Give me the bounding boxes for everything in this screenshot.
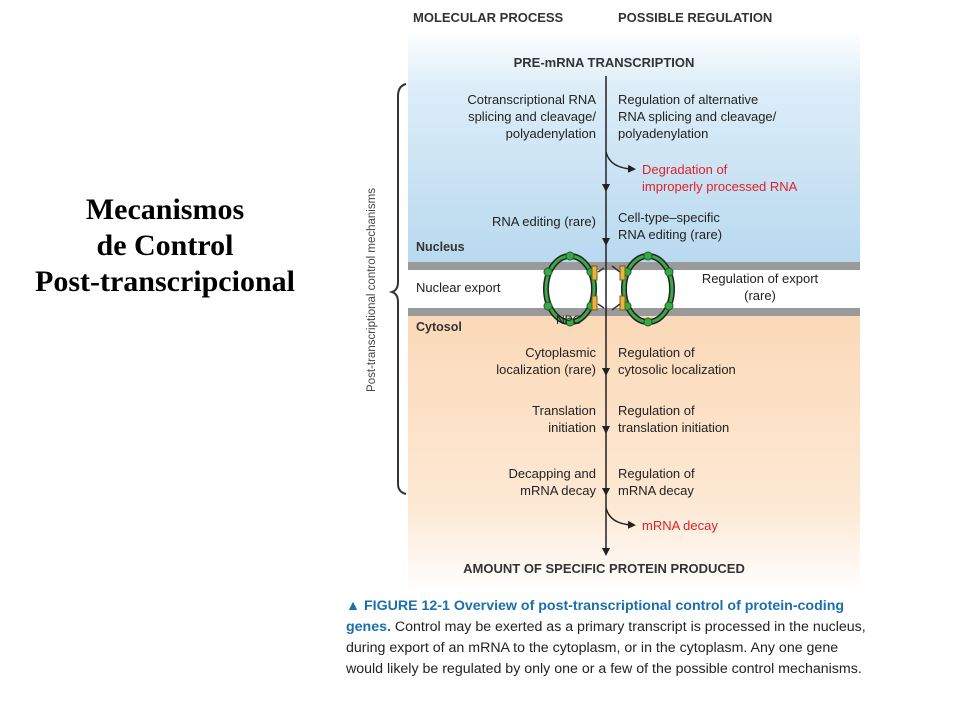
- figure-caption: ▲ FIGURE 12-1 Overview of post-transcrip…: [346, 596, 866, 680]
- process-line: Cytoplasmic: [525, 345, 596, 360]
- flow-arrowhead: [602, 488, 610, 496]
- regulation-line: RNA splicing and cleavage/: [618, 109, 777, 124]
- label-nucleus: Nucleus: [416, 240, 465, 254]
- pore-channel-part: [619, 295, 626, 311]
- process-line: initiation: [548, 420, 596, 435]
- step-cotranscriptional-process: Cotranscriptional RNA splicing and cleav…: [467, 92, 596, 141]
- pore-subunit: [543, 267, 553, 277]
- regulation-line: RNA editing (rare): [618, 227, 722, 242]
- process-line: Cotranscriptional RNA: [467, 92, 596, 107]
- process-line: mRNA decay: [520, 483, 596, 498]
- branch-mrna-decay: mRNA decay: [642, 518, 718, 533]
- bracket-label: Post-transcriptional control mechanisms: [366, 188, 378, 392]
- step-cotranscriptional-regulation: Regulation of alternative RNA splicing a…: [618, 92, 777, 141]
- regulation-line: (rare): [744, 288, 776, 303]
- process-line: Translation: [532, 403, 596, 418]
- slide-title-line-2: de Control: [96, 229, 234, 262]
- step-decay-regulation: Regulation of mRNA decay: [618, 466, 695, 498]
- pore-channel: [591, 265, 626, 311]
- process-line: Decapping and: [509, 466, 596, 481]
- pore-channel-part: [591, 295, 598, 311]
- regulation-line: polyadenylation: [618, 126, 708, 141]
- step-decay-process: Decapping and mRNA decay: [509, 466, 597, 498]
- header-possible-regulation: POSSIBLE REGULATION: [618, 10, 772, 25]
- pore-subunit: [664, 267, 674, 277]
- flow-arrowhead: [602, 368, 610, 376]
- pore-filament: [597, 267, 605, 273]
- slide-title-line-3: Post-transcripcional: [35, 265, 295, 298]
- caption-body: Control may be exerted as a primary tran…: [346, 619, 866, 677]
- pore-filament: [611, 265, 621, 273]
- bottom-label: AMOUNT OF SPECIFIC PROTEIN PRODUCED: [463, 561, 745, 576]
- step-export-regulation: Regulation of export (rare): [702, 271, 819, 303]
- branch-arrow-mrna-decay: [605, 507, 636, 529]
- regulation-line: Cell-type–specific: [618, 210, 720, 225]
- slide-title: Mecanismos de Control Post-transcripcion…: [0, 192, 330, 300]
- process-line: polyadenylation: [506, 126, 596, 141]
- regulation-line: Regulation of: [618, 345, 695, 360]
- step-rna-editing-regulation: Cell-type–specific RNA editing (rare): [618, 210, 722, 242]
- pore-subunit: [643, 251, 653, 261]
- label-npc: NPC: [556, 313, 582, 327]
- regulation-line: Regulation of: [618, 403, 695, 418]
- process-line: localization (rare): [496, 362, 596, 377]
- step-translation-regulation: Regulation of translation initiation: [618, 403, 729, 435]
- step-translation-process: Translation initiation: [532, 403, 596, 435]
- process-nuclear-export: Nuclear export: [416, 280, 501, 295]
- nuclear-pore-complex: [543, 251, 675, 327]
- pore-subunit: [565, 317, 575, 327]
- regulation-line: cytosolic localization: [618, 362, 736, 377]
- pore-subunit: [543, 301, 553, 311]
- process-line: splicing and cleavage/: [468, 109, 596, 124]
- header-molecular-process: MOLECULAR PROCESS: [413, 10, 564, 25]
- branch-arrow-degradation: [605, 151, 636, 173]
- pore-channel-part: [591, 265, 598, 281]
- pore-subunit: [565, 251, 575, 261]
- regulation-line: mRNA decay: [618, 483, 694, 498]
- nucleus-region: [408, 30, 860, 262]
- step-localization-regulation: Regulation of cytosolic localization: [618, 345, 736, 377]
- regulation-diagram: MOLECULAR PROCESS POSSIBLE REGULATION PR…: [366, 10, 860, 592]
- pore-subunits: [543, 251, 674, 327]
- flow-arrowhead: [602, 238, 610, 246]
- pore-subunit: [643, 317, 653, 327]
- branch-degradation: Degradation of improperly processed RNA: [642, 162, 798, 194]
- pore-filament: [597, 303, 605, 309]
- regulation-line: Regulation of: [618, 466, 695, 481]
- bracket: [388, 83, 407, 495]
- pore-filament: [611, 303, 621, 311]
- pore-subunit: [664, 301, 674, 311]
- pore-filaments: [597, 265, 621, 311]
- flow-arrowhead: [602, 426, 610, 434]
- caption-head: ▲ FIGURE 12-1 Overview of post-transcrip…: [346, 598, 845, 635]
- export-region: [408, 270, 860, 308]
- process-rna-editing: RNA editing (rare): [492, 214, 596, 229]
- regulation-line: Regulation of export: [702, 271, 819, 286]
- regulation-line: Regulation of alternative: [618, 92, 758, 107]
- flow-arrowhead: [602, 184, 610, 192]
- slide-title-line-1: Mecanismos: [85, 193, 245, 226]
- step-localization-process: Cytoplasmic localization (rare): [496, 345, 596, 377]
- regulation-line: translation initiation: [618, 420, 729, 435]
- label-cytosol: Cytosol: [416, 320, 462, 334]
- branch-line: Degradation of: [642, 162, 728, 177]
- flow-arrows: [602, 184, 610, 496]
- cytosol-region: [408, 316, 860, 592]
- branch-line: improperly processed RNA: [642, 179, 798, 194]
- top-label: PRE-mRNA TRANSCRIPTION: [514, 55, 695, 70]
- pore-channel-part: [619, 265, 626, 281]
